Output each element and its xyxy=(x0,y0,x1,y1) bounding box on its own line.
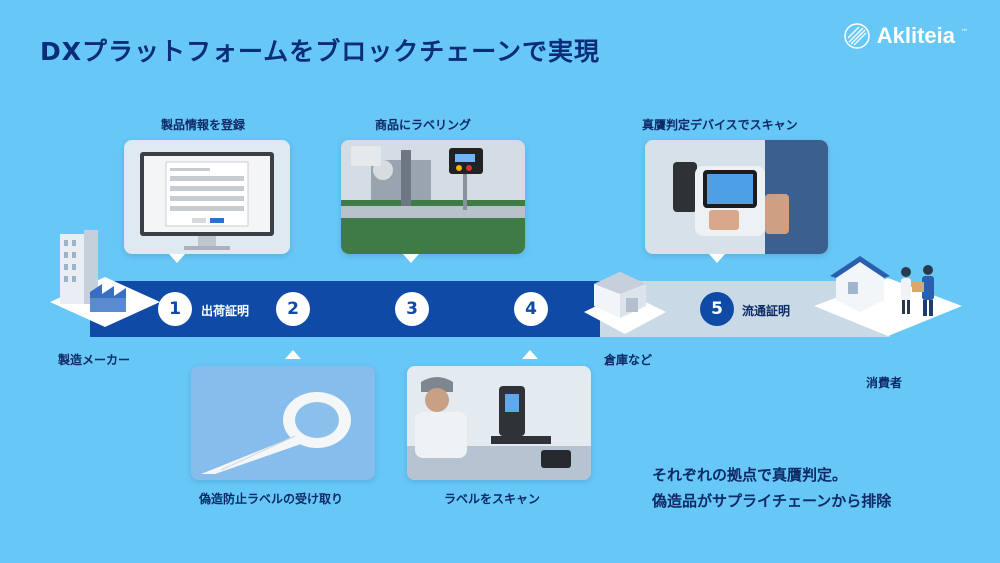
step-5-badge: 5 xyxy=(700,292,734,326)
person-illustration xyxy=(901,267,911,314)
caption-receive-label: 偽造防止ラベルの受け取り xyxy=(199,492,344,506)
logo-trademark: ™ xyxy=(961,28,968,36)
step-2-badge: 2 xyxy=(276,292,310,326)
photo-authenticity-device xyxy=(645,140,828,254)
photo-register-monitor xyxy=(124,140,290,254)
pointer-receive-label xyxy=(285,350,301,359)
photo-label-roll xyxy=(191,366,375,480)
delivery-person-illustration xyxy=(912,265,934,316)
summary-line-2: 偽造品がサプライチェーンから排除 xyxy=(652,492,892,510)
akliteia-logo-icon xyxy=(843,23,870,49)
pointer-register xyxy=(169,254,185,263)
caption-register: 製品情報を登録 xyxy=(161,118,246,132)
caption-labeling: 商品にラベリング xyxy=(375,118,472,132)
step-4-badge: 4 xyxy=(514,292,548,326)
pointer-authenticate xyxy=(709,254,725,263)
photo-scan-label xyxy=(407,366,591,480)
caption-authenticate-scan: 真贋判定デバイスでスキャン xyxy=(642,118,798,132)
step-5-label: 流通証明 xyxy=(742,304,791,318)
summary-note: それぞれの拠点で真贋判定。 偽造品がサプライチェーンから排除 xyxy=(652,462,891,514)
logo-text: Akliteia xyxy=(876,23,955,48)
pointer-scan-label xyxy=(522,350,538,359)
caption-scan-label: ラベルをスキャン xyxy=(444,492,541,506)
step-1-badge: 1 xyxy=(158,292,192,326)
step-3-badge: 3 xyxy=(395,292,429,326)
step-1-label: 出荷証明 xyxy=(201,304,250,318)
warehouse-label: 倉庫など xyxy=(604,353,653,367)
consumer-label: 消費者 xyxy=(866,376,903,390)
summary-line-1: それぞれの拠点で真贋判定。 xyxy=(652,466,848,484)
photo-labeling-machine xyxy=(341,140,525,254)
warehouse-illustration xyxy=(584,272,666,334)
pointer-labeling xyxy=(403,254,419,263)
brand-logo: Akliteia ™ xyxy=(843,22,968,50)
factory-illustration xyxy=(50,230,160,327)
consumer-house-illustration xyxy=(814,256,962,336)
page-title: DXプラットフォームをブロックチェーンで実現 xyxy=(40,37,601,66)
manufacturer-label: 製造メーカー xyxy=(58,353,131,367)
